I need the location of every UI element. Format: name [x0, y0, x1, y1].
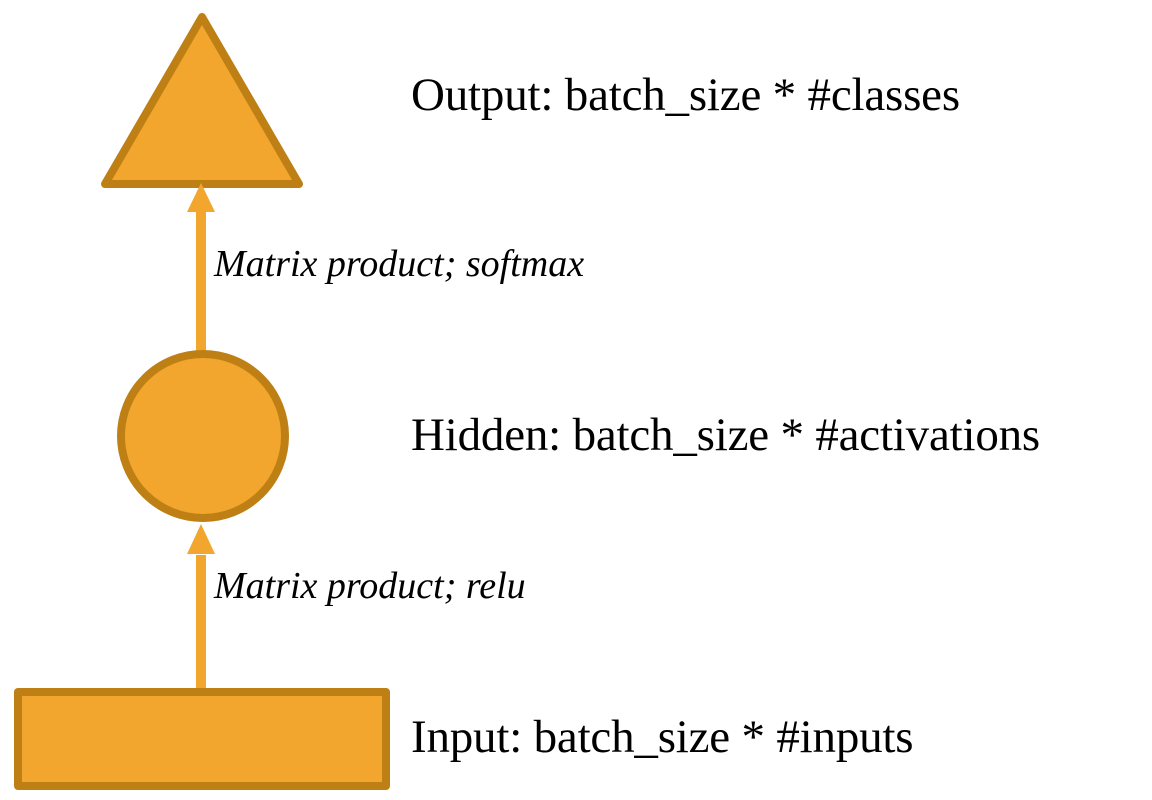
output-layer-label: Output: batch_size * #classes	[411, 69, 960, 121]
arrow-input-to-hidden	[187, 524, 215, 695]
input-layer-label: Input: batch_size * #inputs	[411, 711, 914, 763]
edge-label-input-to-hidden: Matrix product; relu	[214, 565, 526, 607]
arrow-hidden-to-output	[187, 183, 215, 353]
triangle-shape	[101, 13, 303, 188]
hidden-layer-label: Hidden: batch_size * #activations	[411, 409, 1041, 461]
rectangle-shape	[14, 688, 390, 790]
edge-label-hidden-to-output: Matrix product; softmax	[214, 243, 585, 285]
circle-shape	[117, 350, 289, 522]
